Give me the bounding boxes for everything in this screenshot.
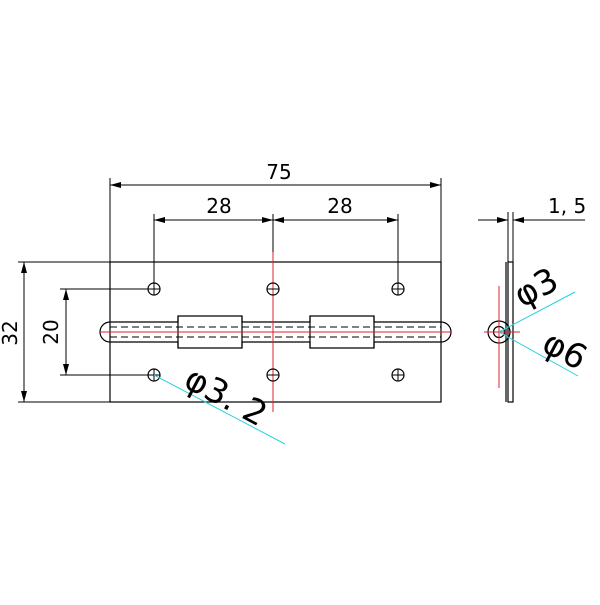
hole-diameter-label: φ3. 2 <box>178 359 274 435</box>
knuckle-top-edge <box>110 315 441 323</box>
pin-diameter-label: φ3 <box>507 260 565 316</box>
knuckle-bottom-edge <box>110 341 441 349</box>
front-view: 75 28 28 32 <box>0 160 452 445</box>
dimension-thickness-label: 1, 5 <box>548 194 586 218</box>
dimension-28-left-label: 28 <box>206 194 231 218</box>
dimension-75-label: 75 <box>266 160 291 184</box>
pin-diameter-callout: φ3 <box>498 260 576 333</box>
dimension-hole-row-spacing: 20 <box>39 288 148 376</box>
dimension-28-right-label: 28 <box>327 194 352 218</box>
side-view: 1, 5 φ3 φ6 <box>478 194 594 403</box>
dimension-overall-length: 75 <box>109 160 442 262</box>
dimension-thickness: 1, 5 <box>478 194 586 262</box>
dimension-overall-width: 32 <box>0 261 110 403</box>
dimension-20-label: 20 <box>39 319 63 344</box>
hole-diameter-callout: φ3. 2 <box>153 359 286 445</box>
knuckle-diameter-label: φ6 <box>536 323 594 379</box>
dimension-32-label: 32 <box>0 320 22 345</box>
hole-center-marks <box>148 283 404 381</box>
dimension-hole-pitch: 28 28 <box>153 194 399 283</box>
